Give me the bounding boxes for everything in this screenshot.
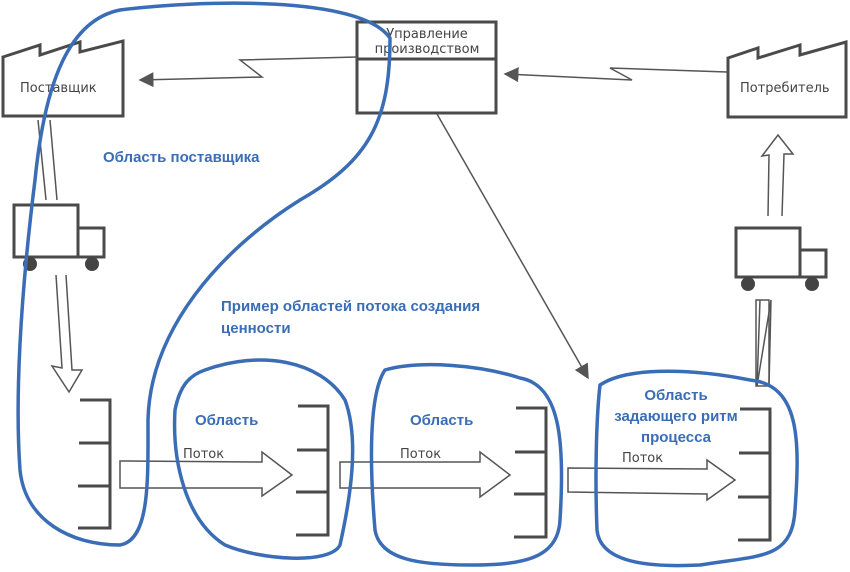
- inventory-bracket: [738, 407, 772, 542]
- info-arrow-from-customer: [503, 67, 728, 83]
- shipment-arrow-down: [50, 274, 84, 394]
- flow-arrow: [119, 450, 294, 498]
- supplier-region-outline: [16, 1, 392, 547]
- supplier-factory: Поставщик: [1, 39, 125, 118]
- truck-icon: [734, 226, 828, 291]
- pacemaker-label-3: процесса: [641, 429, 712, 446]
- truck-icon: [12, 203, 106, 271]
- schedule-arrow-to-pacemaker: [436, 113, 589, 380]
- inventory-bracket: [78, 398, 112, 530]
- control-label-1: Управление: [386, 27, 468, 42]
- area-label: Область: [410, 412, 473, 429]
- flow-label: Поток: [183, 447, 224, 462]
- flow-arrow: [567, 458, 737, 502]
- area-label: Область: [195, 412, 258, 429]
- value-stream-label-2: ценности: [221, 320, 291, 337]
- flow-label: Поток: [622, 451, 663, 466]
- value-stream-label-1: Пример областей потока создания: [221, 298, 480, 315]
- inventory-bracket: [296, 404, 330, 537]
- info-arrow-to-supplier: [138, 56, 358, 88]
- pacemaker-label-2: задающего ритм: [614, 408, 737, 425]
- area-region-outline: [172, 358, 355, 560]
- area-region-outline: [369, 362, 564, 567]
- customer-label: Потребитель: [740, 81, 830, 96]
- supplier-area-label: Область поставщика: [103, 149, 260, 166]
- flow-label: Поток: [400, 447, 441, 462]
- pacemaker-label-1: Область: [644, 387, 707, 404]
- pacemaker-region-outline: [594, 369, 799, 568]
- inventory-bracket: [514, 406, 548, 539]
- control-label-2: производством: [375, 42, 480, 57]
- customer-factory: Потребитель: [726, 40, 848, 119]
- flow-arrow: [339, 450, 512, 499]
- production-control-box: Управление производством: [355, 20, 498, 115]
- supplier-label: Поставщик: [20, 81, 97, 96]
- shipment-arrow-up: [760, 133, 795, 217]
